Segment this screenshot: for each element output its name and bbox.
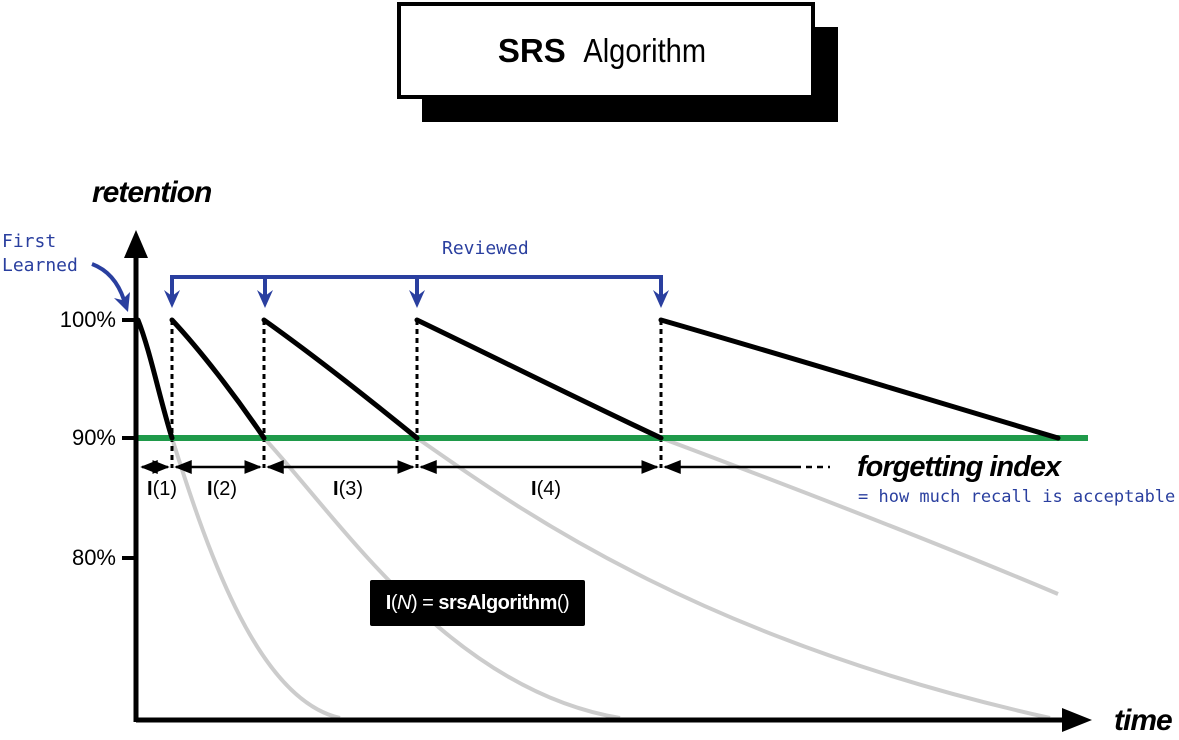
formula-box: I(N) = srsAlgorithm() [370, 580, 585, 626]
y-axis-label: retention [92, 176, 212, 209]
first-learned-arrowhead [114, 292, 130, 312]
x-axis-label: time [1114, 704, 1172, 737]
axes [133, 244, 1070, 723]
ghost-curve-1 [170, 437, 341, 720]
interval-label-2: I(2) [207, 478, 237, 500]
reviewed-arrowhead-1 [164, 290, 180, 308]
interval-label-4: I(4) [531, 478, 561, 500]
interval-label-1: I(1) [147, 478, 177, 500]
forgetting-index-note: = how much recall is acceptable [858, 487, 1175, 507]
y-axis-arrowhead [124, 230, 148, 258]
y-tick-label-90: 90% [72, 425, 116, 450]
first-learned-line2: Learned [2, 255, 78, 276]
first-learned-arrow [91, 262, 126, 301]
page-title: SRS Algorithm [397, 2, 815, 99]
reviewed-bracket [170, 275, 663, 296]
formula-function: srsAlgorithm [438, 591, 557, 614]
y-tick-label-80: 80% [72, 545, 116, 570]
retention-curve-1 [169, 317, 267, 441]
formula-close: ) [410, 591, 418, 614]
ghost-curve-4 [660, 436, 1059, 596]
retention-curve-0 [135, 317, 175, 441]
formula-equals: = [417, 591, 439, 614]
reviewed-arrowhead-3 [409, 290, 425, 308]
reviewed-arrowheads [164, 290, 669, 308]
x-axis-arrowhead [1062, 708, 1092, 732]
title-rest: Algorithm [583, 31, 706, 69]
y-tick-marks [122, 318, 136, 560]
first-learned-line1: First [2, 231, 56, 252]
formula-i: I [385, 591, 392, 614]
retention-curve-4 [658, 317, 1061, 441]
reviewed-arrowhead-2 [257, 290, 273, 308]
review-guides [170, 320, 663, 468]
formula-open: ( [390, 591, 398, 614]
retention-curve-3 [414, 317, 664, 441]
title-bold: SRS [497, 31, 566, 69]
retention-curves [135, 317, 1061, 441]
formula-n: N [397, 591, 411, 614]
forgetting-index-label: forgetting index [857, 451, 1063, 483]
retention-curve-2 [261, 317, 420, 441]
reviewed-arrowhead-4 [653, 290, 669, 308]
formula-parens: () [556, 591, 570, 614]
ghost-curve-2 [262, 436, 621, 720]
reviewed-label: Reviewed [442, 238, 529, 259]
y-tick-label-100: 100% [60, 307, 116, 332]
interval-label-3: I(3) [333, 478, 363, 500]
